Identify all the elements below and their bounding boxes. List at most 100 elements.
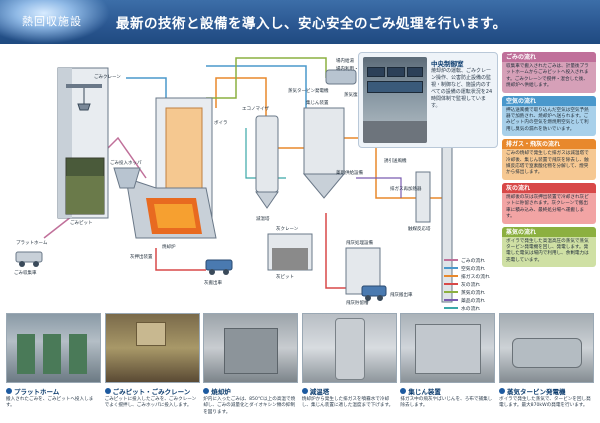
- caption-desc: ボイラで発生した蒸気で、タービンを回し発電します。最大870kWの発電を行います…: [498, 397, 591, 409]
- label-powersell: 場内利用・売電: [336, 65, 368, 72]
- bag-filter: [303, 107, 345, 175]
- steam-turbine: [325, 69, 357, 85]
- label-condenser: 蒸気復水器: [344, 91, 367, 98]
- photo-card-pit: ごみピット・ごみクレーン ごみピットに投入したごみを、ごみクレーンでよく撹拌し、…: [104, 313, 200, 419]
- caption-row: 蒸気タービン発電機: [498, 386, 594, 396]
- caption-desc: 排ガス中の飛灰やばいじんを、ろ布で捕集し除去します。: [400, 397, 493, 409]
- caption-desc: 焼却炉から発生した排ガスを噴霧水で冷却し、集じん装置に適した温度まで下げます。: [301, 397, 394, 409]
- note-title: 灰の流れ: [502, 182, 596, 193]
- caption-row: ごみピット・ごみクレーン: [104, 386, 200, 396]
- steam-flow-line-1: [206, 57, 327, 99]
- legend-swatch: [444, 299, 458, 301]
- bagfilter-photo: [400, 313, 496, 383]
- label-hopper: ごみ投入ホッパ: [110, 159, 142, 166]
- legend-swatch: [444, 283, 458, 285]
- bullet-icon: [498, 388, 505, 394]
- note-title: 排ガス・飛灰の流れ: [502, 139, 596, 150]
- legend-item: 空気の流れ: [444, 264, 496, 272]
- label-ashpit: 灰ピット: [276, 273, 294, 280]
- caption-title: ごみピット・ごみクレーン: [112, 388, 191, 396]
- note-ash: 灰の流れ 焼却後の灰は灰押出装置で冷却され灰ピットに貯留されます。灰クレーンで搬…: [502, 182, 596, 224]
- note-steam: 蒸気の流れ ボイラで発生した高温高圧の蒸気で蒸気タービン発電機を回し、発電します…: [502, 226, 596, 268]
- crane-grab-shape: [135, 322, 166, 346]
- ash-truck: [205, 259, 233, 275]
- label-pit: ごみピット: [70, 219, 93, 226]
- exhaust-flow-line-1: [215, 77, 267, 118]
- legend-label: 蒸気の流れ: [461, 290, 485, 296]
- label-ashcrane: 灰クレーン: [276, 225, 299, 232]
- feed-hopper: [113, 167, 141, 189]
- label-bagfilter: 集じん装置: [306, 99, 329, 106]
- caption-title: プラットホーム: [14, 388, 60, 396]
- cooling-tower: [255, 115, 279, 193]
- legend-label: 薬品の流れ: [461, 298, 485, 304]
- monitor-wall: [367, 81, 423, 93]
- legend-label: ごみの流れ: [461, 258, 485, 264]
- crane-grab: [77, 88, 91, 111]
- caption-title: 集じん装置: [408, 388, 441, 396]
- pit-photo: [104, 313, 200, 383]
- monitor-screen: [387, 67, 405, 77]
- label-chem: 薬剤供給設備: [336, 169, 363, 176]
- platform-photo: [6, 313, 101, 383]
- exhaust-flow-line-2: [274, 147, 307, 158]
- label-crane: ごみクレーン: [94, 73, 121, 80]
- bullet-icon: [400, 388, 407, 394]
- note-body: ごみの焼却で発生した排ガスは減温塔で冷却後、集じん装置で飛灰を除去し、触媒反応塔…: [506, 151, 589, 176]
- label-flyashbunker: 飛灰貯留槽: [346, 299, 369, 306]
- furnace-photo: [203, 313, 299, 383]
- legend-swatch: [444, 291, 458, 293]
- label-ecostack: エコノマイザ: [242, 106, 269, 112]
- catalyst-tower: [415, 171, 431, 223]
- legend-item: 排ガスの流れ: [444, 272, 496, 280]
- label-fan: 誘引送風機: [384, 157, 407, 164]
- monitor-screen: [407, 67, 423, 77]
- photo-card-platform: プラットホーム 搬入されたごみを、ごみピットへ投入します。: [6, 313, 101, 419]
- caption-desc: 搬入されたごみを、ごみピットへ投入します。: [6, 397, 94, 409]
- label-flyash: 飛灰処理設備: [346, 239, 373, 246]
- control-desk: [363, 121, 427, 143]
- photo-strip: プラットホーム 搬入されたごみを、ごみピットへ投入します。 ごみピット・ごみクレ…: [6, 313, 594, 419]
- monitor-screen: [367, 67, 385, 77]
- turbine-photo: [498, 313, 594, 383]
- control-room-title: 中央制御室: [431, 60, 464, 68]
- control-room-panel: 中央制御室 焼却炉の運転、ごみクレーン操作、公害防止設備の監視・制御など、施設内…: [358, 52, 498, 148]
- caption-row: 焼却炉: [203, 386, 298, 396]
- pit-door: [17, 334, 35, 374]
- photo-card-cooling: 減温塔 焼却炉から発生した排ガスを噴霧水で冷却し、集じん装置に適した温度まで下げ…: [301, 313, 397, 419]
- note-exhaust: 排ガス・飛灰の流れ ごみの焼却で発生した排ガスは減温塔で冷却後、集じん装置で飛灰…: [502, 139, 596, 180]
- note-body: 焼却後の灰は灰押出装置で冷却され灰ピットに貯留されます。灰クレーンで搬出車に積み…: [506, 194, 589, 220]
- caption-row: プラットホーム: [6, 386, 101, 396]
- page-headline: 最新の技術と設備を導入し、安心安全のごみ処理を行います。: [116, 16, 507, 32]
- caption-title: 焼却炉: [211, 388, 231, 396]
- legend-item: ごみの流れ: [444, 256, 496, 264]
- bullet-icon: [6, 388, 12, 394]
- bullet-icon: [203, 388, 210, 394]
- boiler-tubes: [165, 107, 203, 189]
- legend-swatch: [444, 307, 458, 309]
- label-cooling: 減温塔: [256, 215, 270, 222]
- caption-row: 集じん装置: [400, 386, 495, 396]
- bag-filter-hopper: [302, 173, 346, 199]
- caption-desc: 炉内に入ったごみは、850℃以上の高温で焼却し、ごみの減量化とダイオキシン類の抑…: [203, 397, 296, 415]
- turbine-shape: [511, 338, 582, 368]
- legend-swatch: [444, 267, 458, 269]
- note-body: ボイラで発生した高温高圧の蒸気で蒸気タービン発電機を回し、発電します。発電した電…: [506, 238, 589, 263]
- cooling-tower-cone: [255, 191, 279, 209]
- garbage-pile: [66, 176, 104, 214]
- note-body: 押込送風機で取り込んだ空気は空気予熱器で加熱され、焼却炉へ送られます。ごみピット…: [506, 107, 589, 132]
- legend-item: 蒸気の流れ: [444, 288, 496, 296]
- photo-card-turbine: 蒸気タービン発電機 ボイラで発生した蒸気で、タービンを回し発電します。最大870…: [498, 313, 594, 419]
- label-scrubber: 排ガス再加熱器: [390, 185, 422, 192]
- legend-label: 空気の流れ: [461, 266, 485, 272]
- exhaust-flow-line-3: [334, 137, 416, 199]
- furnace-unit: [224, 328, 279, 374]
- facility-tag: 熱回収施設: [22, 15, 82, 28]
- flyash-truck: [361, 285, 387, 301]
- collection-truck: [15, 251, 43, 267]
- header-band: 熱回収施設 最新の技術と設備を導入し、安心安全のごみ処理を行います。: [0, 0, 600, 44]
- furnace-flame-core: [154, 204, 196, 228]
- flow-legend: ごみの流れ 空気の流れ 排ガスの流れ 灰の流れ 蒸気の流れ 薬品の流れ 水の流れ: [444, 256, 496, 312]
- caption-desc: ごみピットに投入したごみを、ごみクレーンでよく撹拌し、ごみホッパに投入します。: [104, 397, 197, 409]
- caption-row: 減温塔: [301, 386, 397, 396]
